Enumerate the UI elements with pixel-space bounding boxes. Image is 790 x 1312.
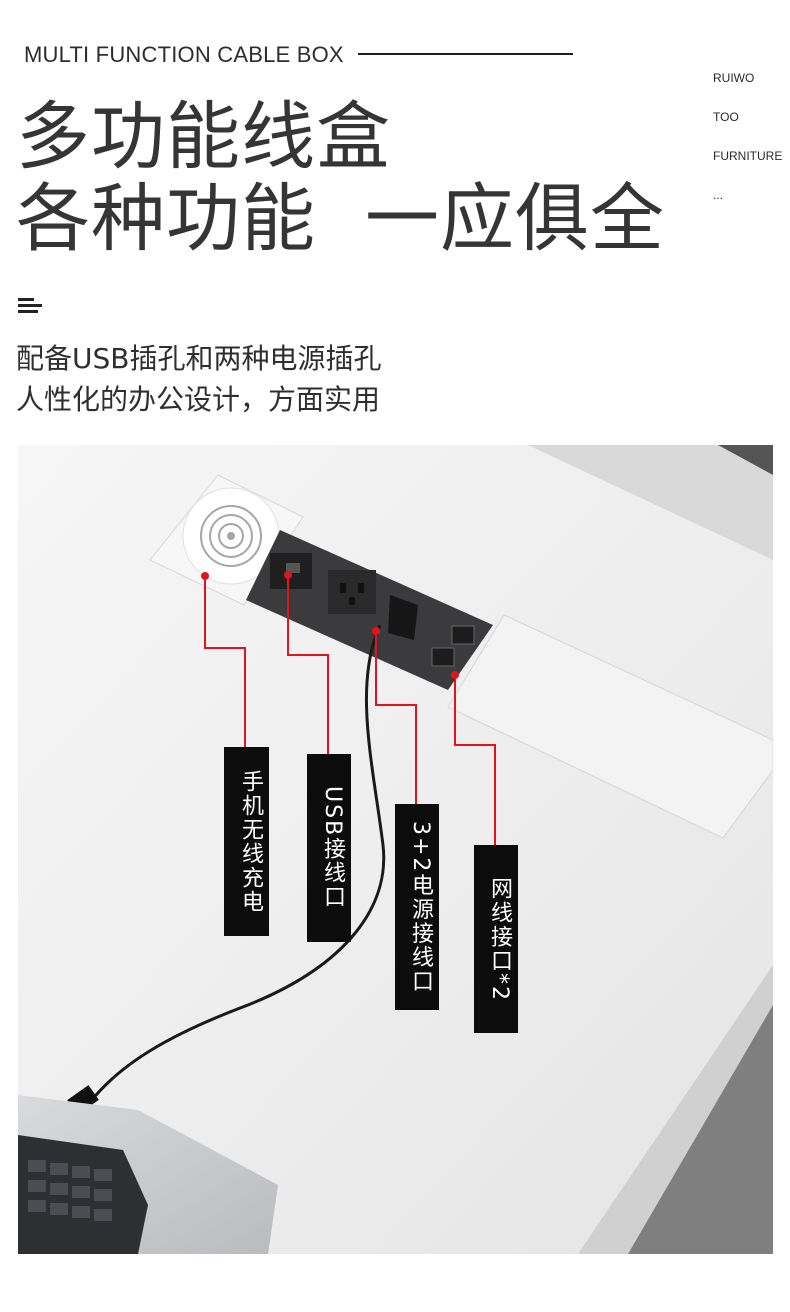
eyebrow-text: MULTI FUNCTION CABLE BOX [24,42,344,67]
leader-dots [201,571,459,679]
eyebrow: MULTI FUNCTION CABLE BOX [24,40,573,70]
intro-line-2: 人性化的办公设计，方面实用 [16,383,381,416]
hero-title: 多功能线盒 各种功能 一应俱全 [16,96,665,260]
callout-wireless-charging: 手机无线充电 [224,747,269,936]
network-port-1 [451,625,475,645]
callout-power-port: 3+2电源接线口 [395,804,439,1010]
background-dark [718,445,773,475]
hero-title-line-1: 多功能线盒 [16,94,391,180]
laptop-keys [28,1160,112,1221]
leader-lines [204,575,496,845]
brand-line-ruiwo: RUIWO [713,71,755,85]
product-illustration [18,445,773,1254]
plug [388,595,418,640]
wireless-charger-icon [200,505,262,567]
brand-line-too: TOO [713,110,739,124]
desk-back [528,445,773,560]
side-brand: RUIWO TOO FURNITURE ... [713,59,789,215]
intro-line-1: 配备USB插孔和两种电源插孔 [16,342,382,375]
network-port-2 [431,647,455,667]
intro-text: 配备USB插孔和两种电源插孔 人性化的办公设计，方面实用 [16,338,381,420]
product-photo: 手机无线充电 USB接线口 3+2电源接线口 网线接口*2 [18,445,773,1254]
power-socket [328,570,376,614]
menu-icon [18,298,44,316]
callout-network-port: 网线接口*2 [474,845,518,1033]
sliding-lid [447,614,773,839]
charging-cable [86,624,386,1106]
callout-usb-port: USB接线口 [307,754,351,942]
brand-line-furniture: FURNITURE [713,149,783,163]
eyebrow-divider [357,53,573,55]
brand-line-ellipsis: ... [713,188,724,202]
hero-title-line-2: 各种功能 一应俱全 [16,176,666,262]
desk-leg-shadow [628,1005,773,1254]
